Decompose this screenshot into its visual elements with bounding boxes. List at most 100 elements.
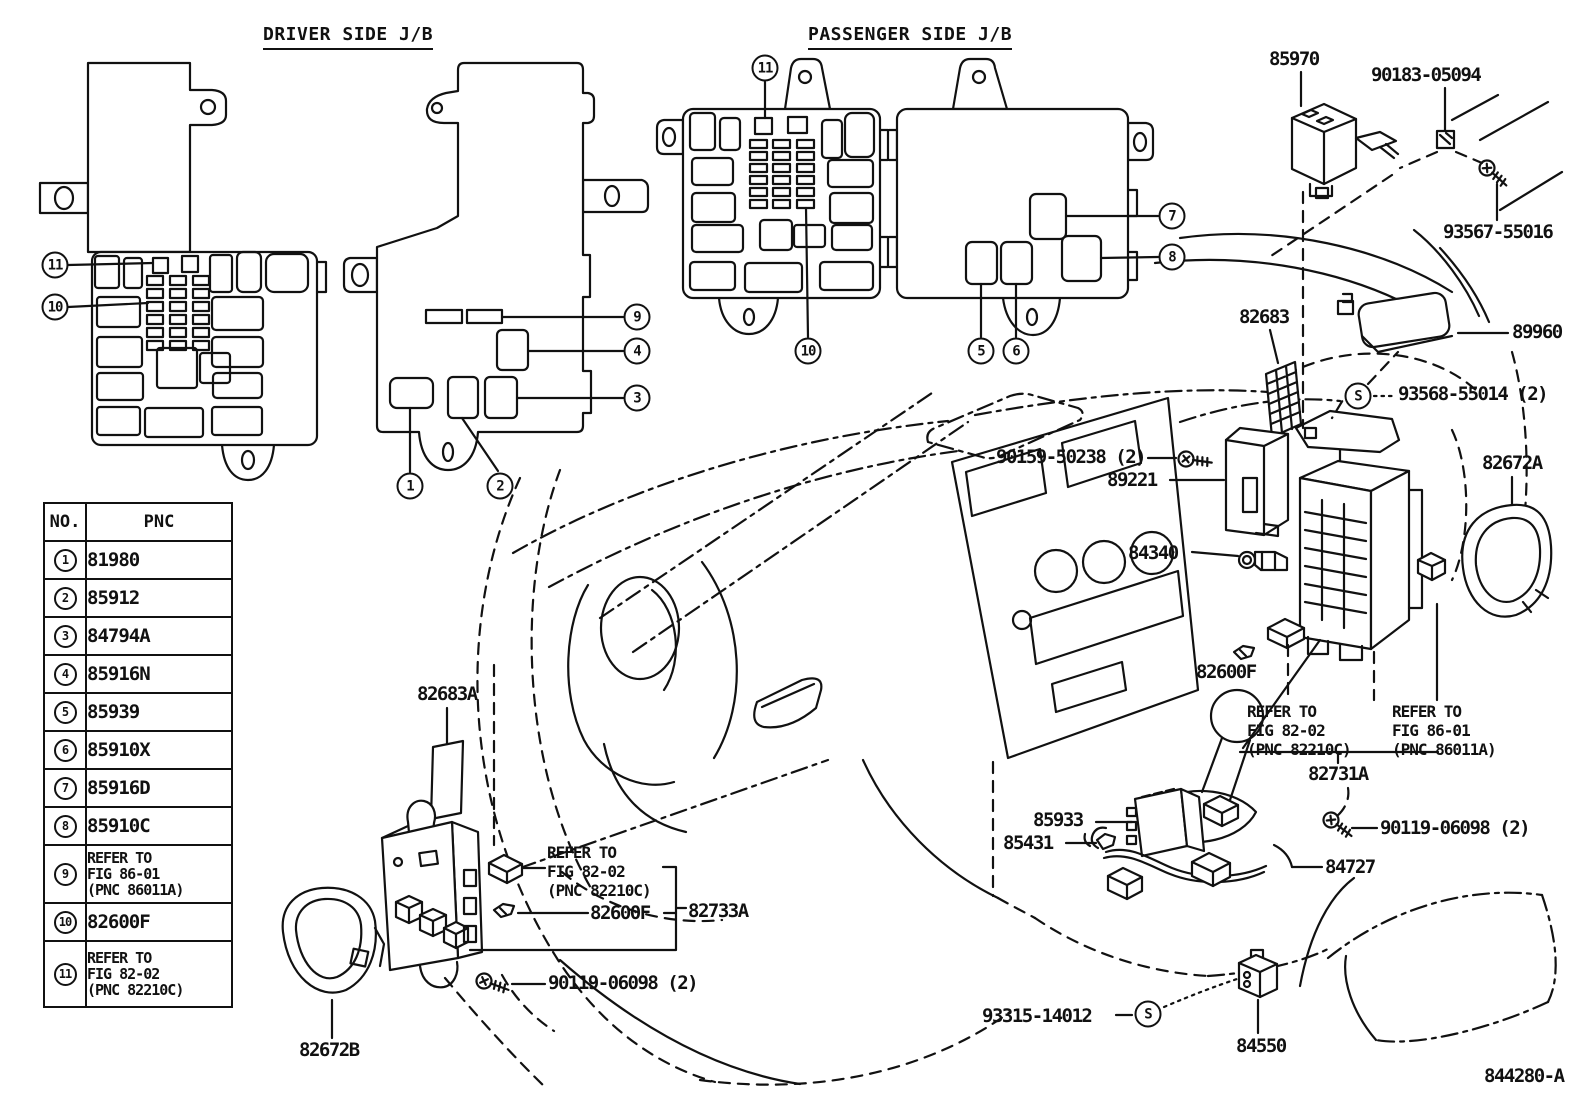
cover-82672a-drawing: [1461, 503, 1553, 618]
row-number-badge: 9: [53, 862, 77, 886]
row-number-badge: 6: [53, 738, 77, 762]
leader-lines: [66, 70, 1514, 1040]
junction-block-82731a-drawing: [1294, 409, 1447, 662]
connector-82210c-right-drawing: [1266, 617, 1306, 650]
pnc-value: REFER TO FIG 82-02 (PNC 82210C): [85, 940, 233, 1008]
table-row: 10 82600F: [43, 902, 233, 942]
row-number-badge: 11: [53, 962, 77, 986]
passenger-jb-rear-view: [887, 57, 1155, 337]
relay-85933-drawing: [1125, 787, 1240, 858]
row-number-badge: 3: [53, 624, 77, 648]
plate-82683a-drawing: [429, 739, 465, 821]
part-label-82672b: 82672B: [299, 1039, 360, 1061]
callout-2-driver-rear: 2: [486, 472, 514, 500]
part-label-84340: 84340: [1128, 542, 1179, 564]
callout-3-driver-rear: 3: [623, 384, 651, 412]
wire-harness-84727-drawing: [1090, 826, 1268, 901]
part-label-90159-50238: 90159-50238 (2): [996, 446, 1147, 468]
passenger-jb-front-view: [655, 57, 890, 336]
row-number-badge: 1: [53, 548, 77, 572]
pnc-value: 85910X: [85, 730, 233, 770]
table-header-row: NO. PNC: [43, 502, 233, 542]
part-label-90183-05094: 90183-05094: [1371, 64, 1482, 86]
col-header-pnc: PNC: [85, 502, 233, 542]
box-89221-drawing: [1224, 426, 1290, 538]
part-label-85970: 85970: [1269, 48, 1320, 70]
dashboard-art: [443, 93, 1564, 1089]
table-row: 4 85916N: [43, 654, 233, 694]
callout-4-driver-rear: 4: [623, 337, 651, 365]
passenger-jb-title: PASSENGER SIDE J/B: [808, 24, 1013, 50]
part-label-93567-55016: 93567-55016: [1443, 221, 1554, 243]
part-label-84727: 84727: [1325, 856, 1376, 878]
part-label-82683: 82683: [1239, 306, 1290, 328]
screw-marker-93568: S: [1344, 382, 1372, 410]
driver-jb-rear-view: [342, 61, 650, 472]
part-label-89221: 89221: [1107, 469, 1158, 491]
part-label-82683a: 82683A: [417, 683, 478, 705]
switch-84550-drawing: [1237, 948, 1279, 999]
part-label-82731a: 82731A: [1308, 763, 1369, 785]
callout-5-passenger-rear: 5: [967, 337, 995, 365]
refer-note-fig82-right: REFER TO FIG 82-02 (PNC 82210C): [1247, 702, 1352, 759]
clip-82600f-left-drawing: [492, 902, 516, 919]
pnc-value: 85916D: [85, 768, 233, 808]
part-label-82600f-right: 82600F: [1196, 661, 1257, 683]
pnc-value: REFER TO FIG 86-01 (PNC 86011A): [85, 844, 233, 904]
cover-82672b-drawing: [281, 886, 386, 994]
part-label-84550: 84550: [1236, 1035, 1287, 1057]
clip-90183-drawing: [1435, 129, 1456, 150]
relay-85970-drawing: [1290, 102, 1400, 200]
callout-11-driver-front: 11: [41, 251, 69, 279]
connector-82210c-left-drawing: [487, 853, 524, 885]
callout-11-passenger-front: 11: [751, 54, 779, 82]
pnc-value: 85910C: [85, 806, 233, 846]
table-row: 3 84794A: [43, 616, 233, 656]
pnc-value: 85912: [85, 578, 233, 618]
part-label-82733a: 82733A: [688, 900, 749, 922]
row-number-badge: 4: [53, 662, 77, 686]
part-label-93315-14012: 93315-14012: [982, 1005, 1093, 1027]
table-row: 8 85910C: [43, 806, 233, 846]
row-number-badge: 8: [53, 814, 77, 838]
table-row: 5 85939: [43, 692, 233, 732]
row-number-badge: 10: [53, 910, 77, 934]
table-row: 1 81980: [43, 540, 233, 580]
diagram-code: 844280-A: [1484, 1065, 1565, 1087]
row-number-badge: 5: [53, 700, 77, 724]
table-row: 11 REFER TO FIG 82-02 (PNC 82210C): [43, 940, 233, 1008]
callout-1-driver-rear: 1: [396, 472, 424, 500]
pnc-value: 82600F: [85, 902, 233, 942]
junction-block-82733a-drawing: [380, 799, 484, 989]
col-header-no: NO.: [43, 502, 87, 542]
callout-6-passenger-rear: 6: [1002, 337, 1030, 365]
callout-10-driver-front: 10: [41, 293, 69, 321]
screw-90119-left-icon: [473, 970, 513, 999]
pnc-value: 81980: [85, 540, 233, 580]
table-row: 9 REFER TO FIG 86-01 (PNC 86011A): [43, 844, 233, 904]
driver-jb-title: DRIVER SIDE J/B: [263, 24, 434, 50]
row-number-badge: 7: [53, 776, 77, 800]
refer-note-fig86-right: REFER TO FIG 86-01 (PNC 86011A): [1392, 702, 1497, 759]
table-row: 6 85910X: [43, 730, 233, 770]
callout-10-passenger-front: 10: [794, 337, 822, 365]
screw-90159-icon: [1176, 449, 1214, 472]
callout-9-driver-rear: 9: [623, 303, 651, 331]
fuse-plate-82683-drawing: [1264, 360, 1303, 439]
screw-marker-93315: S: [1134, 1000, 1162, 1028]
clip-85431-drawing: [1083, 832, 1117, 851]
part-label-93568-55014: 93568-55014 (2): [1398, 383, 1549, 405]
driver-jb-front-view: [38, 61, 328, 482]
row-number-badge: 2: [53, 586, 77, 610]
part-label-90119-06098-right: 90119-06098 (2): [1380, 817, 1531, 839]
part-label-85431: 85431: [1003, 832, 1054, 854]
pnc-value: 85939: [85, 692, 233, 732]
refer-note-fig82-left: REFER TO FIG 82-02 (PNC 82210C): [547, 843, 652, 900]
ecu-89960-drawing: [1336, 291, 1454, 354]
part-label-82672a: 82672A: [1482, 452, 1543, 474]
part-label-90119-06098-left: 90119-06098 (2): [548, 972, 699, 994]
pnc-table: NO. PNC 1 81980 2 85912 3 84794A 4 85916…: [43, 502, 233, 1008]
part-label-82600f-left: 82600F: [590, 902, 651, 924]
